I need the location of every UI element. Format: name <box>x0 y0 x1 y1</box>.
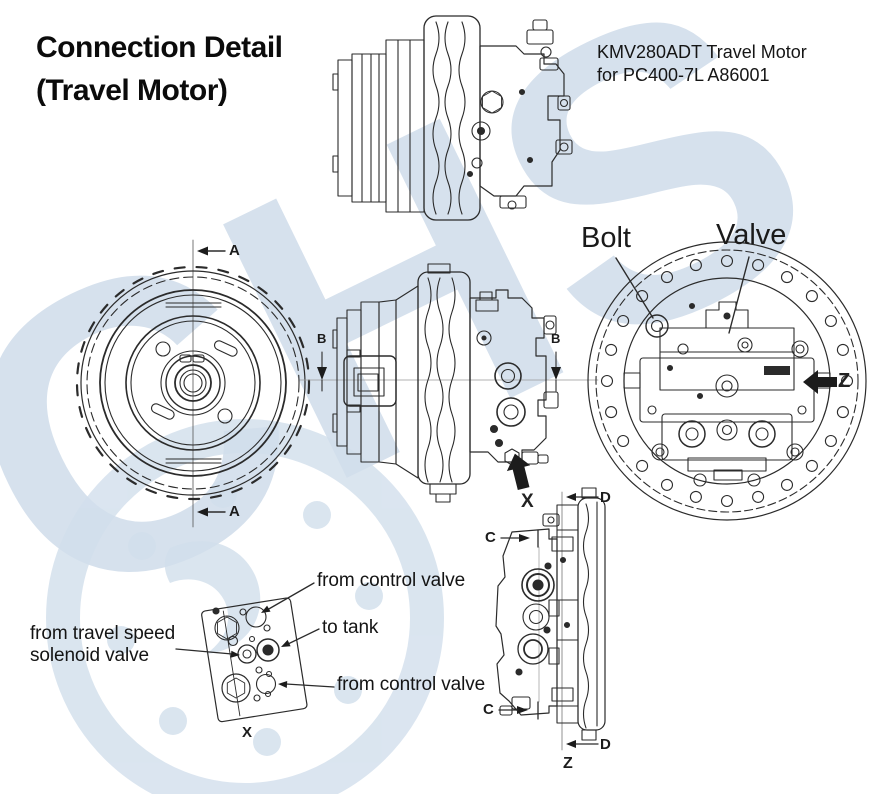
port-label-to-tank: to tank <box>322 617 379 638</box>
section-marker-c-top: C <box>485 529 496 546</box>
valve-leader-line <box>728 256 750 334</box>
model-info: KMV280ADT Travel Motor for PC400-7L A860… <box>597 41 807 87</box>
section-a-arrows <box>197 246 208 517</box>
port-label-from-travel-speed-line1: from travel speed <box>30 623 176 644</box>
port-label-from-control-valve-bottom: from control valve <box>337 674 486 695</box>
page-title: Connection Detail (Travel Motor) <box>36 26 283 112</box>
view-x-arrow-icon <box>506 453 531 491</box>
section-marker-d-top: D <box>600 489 611 506</box>
section-marker-a-top: A <box>229 242 240 259</box>
bolt-hole-ring <box>600 254 854 508</box>
port-plate-detail-drawing <box>175 582 335 723</box>
page-title-line2: (Travel Motor) <box>36 74 228 107</box>
bottom-side-view-drawing <box>495 487 606 751</box>
section-marker-d-bottom: D <box>600 736 611 753</box>
end-view-drawing <box>587 241 867 521</box>
section-marker-b-left: B <box>317 331 327 346</box>
detail-z-label: Z <box>563 755 573 772</box>
section-marker-b-right: B <box>551 331 561 346</box>
side-view-drawing <box>299 263 599 503</box>
bolt-leader-line <box>615 257 654 319</box>
front-view-drawing <box>75 239 311 528</box>
port-label-from-travel-speed: from travel speed solenoid valve <box>30 623 175 667</box>
section-marker-c-bottom: C <box>483 701 494 718</box>
valve-callout: Valve <box>716 219 787 251</box>
view-x-label: X <box>521 491 534 512</box>
view-z-label: Z <box>838 370 851 392</box>
port-label-from-control-valve-top: from control valve <box>317 570 466 591</box>
page-title-line1: Connection Detail <box>36 31 283 64</box>
section-marker-a-bottom: A <box>229 503 240 520</box>
detail-x-label: X <box>242 724 253 741</box>
iso-view-drawing <box>332 15 573 221</box>
view-z-arrow-icon <box>803 370 837 394</box>
model-info-line2: for PC400-7L A86001 <box>597 65 770 85</box>
bolt-callout: Bolt <box>581 222 631 254</box>
model-info-line1: KMV280ADT Travel Motor <box>597 42 807 62</box>
port-label-from-travel-speed-line2: solenoid valve <box>30 645 150 666</box>
